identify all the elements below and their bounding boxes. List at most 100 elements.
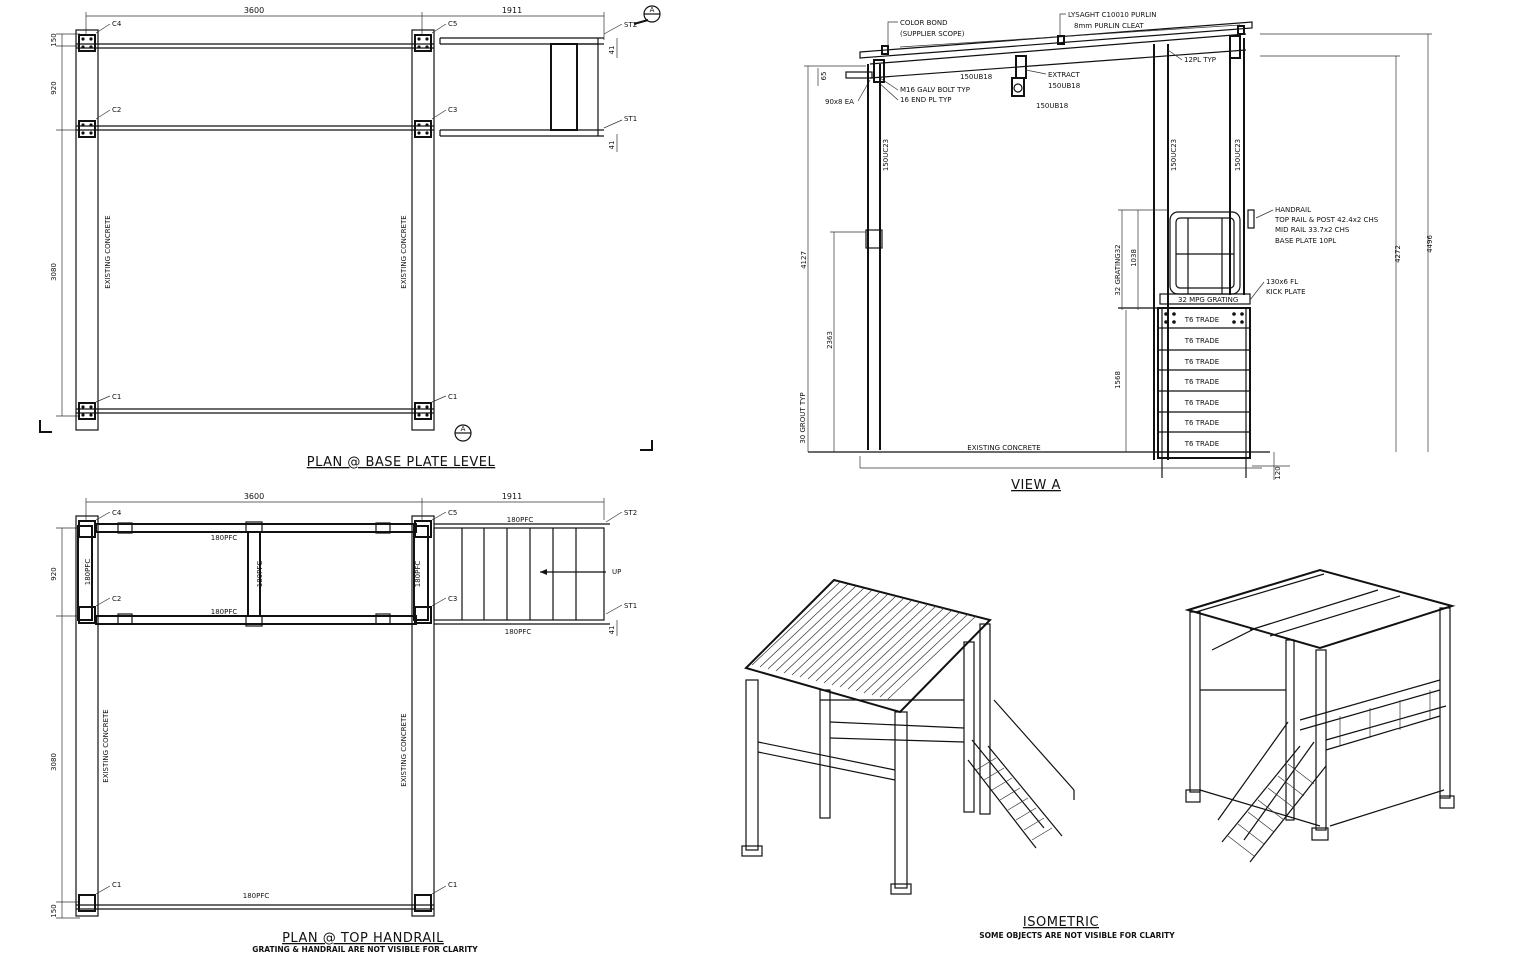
dim-65: 65 <box>820 72 828 81</box>
existing-concrete-left-top: EXISTING CONCRETE <box>102 709 110 782</box>
label-handrail-top: TOP RAIL & POST 42.4x2 CHS <box>1274 216 1379 224</box>
dim-120: 120 <box>1274 466 1282 479</box>
tread-1: T6 TRADE <box>1184 316 1219 324</box>
pfc-top-beam: 180PFC <box>211 534 238 542</box>
title-plan-top: PLAN @ TOP HANDRAIL <box>282 931 444 946</box>
dim-3600: 3600 <box>244 6 264 15</box>
label-c4-top: C4 <box>112 509 122 517</box>
svg-text:A: A <box>650 6 655 14</box>
label-handrail-base: BASE PLATE 10PL <box>1275 237 1336 245</box>
base-plate-c3 <box>414 120 432 138</box>
isometric-views: ISOMETRIC SOME OBJECTS ARE NOT VISIBLE F… <box>741 568 1456 940</box>
label-c2: C2 <box>112 106 121 114</box>
svg-text:A: A <box>461 425 466 433</box>
label-existing-concrete-view: EXISTING CONCRETE <box>967 444 1040 452</box>
dim-1568: 1568 <box>1114 371 1122 389</box>
label-col-mid: 150UC23 <box>1170 139 1178 171</box>
base-plate-c1-right <box>414 402 432 420</box>
pfc-bottom: 180PFC <box>243 892 270 900</box>
pfc-stair-top: 180PFC <box>507 516 534 524</box>
existing-concrete-left: EXISTING CONCRETE <box>104 215 112 288</box>
dim-3080: 3080 <box>50 263 58 281</box>
isometric-roofed <box>741 578 1075 895</box>
label-kick-1: 130x6 FL <box>1266 278 1298 286</box>
label-c4: C4 <box>112 20 122 28</box>
dim-41-bottom: 41 <box>608 141 616 150</box>
tread-7: T6 TRADE <box>1184 440 1219 448</box>
dim-41-stair-top: 41 <box>608 626 616 635</box>
dim-150-bottom: 150 <box>50 904 58 917</box>
label-c2-top: C2 <box>112 595 121 603</box>
label-supplier-scope: (SUPPLIER SCOPE) <box>900 30 965 38</box>
label-grating: 32 MPG GRATING <box>1178 296 1238 304</box>
label-st2: ST2 <box>624 21 637 29</box>
dim-150: 150 <box>50 33 58 46</box>
view-a-elevation: 65 90x8 EA M16 GALV BOLT TYP 16 END PL T… <box>799 11 1434 493</box>
dim-1038: 1038 <box>1130 249 1138 267</box>
label-handrail: HANDRAIL <box>1275 206 1311 214</box>
label-12pl: 12PL TYP <box>1184 56 1216 64</box>
dim-3600-top: 3600 <box>244 492 264 501</box>
label-bolt: M16 GALV BOLT TYP <box>900 86 970 94</box>
stair-treads: T6 TRADE T6 TRADE T6 TRADE T6 TRADE T6 T… <box>1184 316 1219 448</box>
tread-3: T6 TRADE <box>1184 358 1219 366</box>
pfc-vert-right: 180PFC <box>414 561 422 588</box>
existing-concrete-right: EXISTING CONCRETE <box>400 215 408 288</box>
title-plan-base: PLAN @ BASE PLATE LEVEL <box>307 455 496 470</box>
dim-3080-top: 3080 <box>50 753 58 771</box>
label-c1-left-top: C1 <box>112 881 121 889</box>
label-purlin: LYSAGHT C10010 PURLIN <box>1068 11 1156 19</box>
dim-2363: 2363 <box>826 331 834 349</box>
dim-4127: 4127 <box>800 251 808 269</box>
tread-6: T6 TRADE <box>1184 419 1219 427</box>
label-handrail-mid: MID RAIL 33.7x2 CHS <box>1275 226 1350 234</box>
pfc-vert-mid: 180PFC <box>256 561 264 588</box>
dim-1911-top: 1911 <box>502 492 522 501</box>
label-beam-top: 150UB18 <box>960 73 992 81</box>
label-col-left: 150UC23 <box>882 139 890 171</box>
tread-5: T6 TRADE <box>1184 399 1219 407</box>
up-label: UP <box>612 568 621 576</box>
label-st2-top: ST2 <box>624 509 637 517</box>
title-view-a: VIEW A <box>1011 478 1061 493</box>
plan-base-plate-level: 3600 1911 150 920 3080 C4 C2 C1 C5 C3 C1… <box>39 5 661 470</box>
label-st1-top: ST1 <box>624 602 637 610</box>
section-marker-a-bottom: A <box>454 424 472 442</box>
label-c5-top: C5 <box>448 509 457 517</box>
base-plate-c2 <box>78 120 96 138</box>
base-plate-c5 <box>414 34 432 52</box>
label-c3: C3 <box>448 106 457 114</box>
section-marker-a-top: A <box>633 5 661 25</box>
label-extract-beam: 150UB18 <box>1048 82 1080 90</box>
base-plate-c1-left <box>78 402 96 420</box>
pfc-stair-bottom: 180PFC <box>505 628 532 636</box>
dim-4496: 4496 <box>1426 235 1434 253</box>
label-end-plate: 16 END PL TYP <box>900 96 952 104</box>
subtitle-plan-top: GRATING & HANDRAIL ARE NOT VISIBLE FOR C… <box>252 945 478 954</box>
label-beam-hang: 150UB18 <box>1036 102 1068 110</box>
label-c1-right: C1 <box>448 393 457 401</box>
label-extract: EXTRACT <box>1048 71 1081 79</box>
label-col-right: 150UC23 <box>1234 139 1242 171</box>
plan-top-handrail: 3600 1911 920 3080 150 C4 C2 C1 C5 C3 C1… <box>50 492 637 954</box>
label-grating-side: 32 GRATING32 <box>1114 244 1122 295</box>
label-purlin-cleat: 8mm PURLIN CLEAT <box>1074 22 1144 30</box>
base-plate-c4 <box>78 34 96 52</box>
dim-41-top: 41 <box>608 46 616 55</box>
dim-1911: 1911 <box>502 6 522 15</box>
isometric-frame <box>1184 568 1456 863</box>
subtitle-isometric: SOME OBJECTS ARE NOT VISIBLE FOR CLARITY <box>979 931 1175 940</box>
tread-2: T6 TRADE <box>1184 337 1219 345</box>
dim-4272: 4272 <box>1394 245 1402 263</box>
label-angle: 90x8 EA <box>825 98 854 106</box>
existing-concrete-right-top: EXISTING CONCRETE <box>400 713 408 786</box>
label-color-bond: COLOR BOND <box>900 19 947 27</box>
tread-4: T6 TRADE <box>1184 378 1219 386</box>
label-c5: C5 <box>448 20 457 28</box>
label-kick-2: KICK PLATE <box>1266 288 1306 296</box>
label-st1: ST1 <box>624 115 637 123</box>
label-c1-left: C1 <box>112 393 121 401</box>
dim-920: 920 <box>50 81 58 94</box>
pfc-mid-beam: 180PFC <box>211 608 238 616</box>
